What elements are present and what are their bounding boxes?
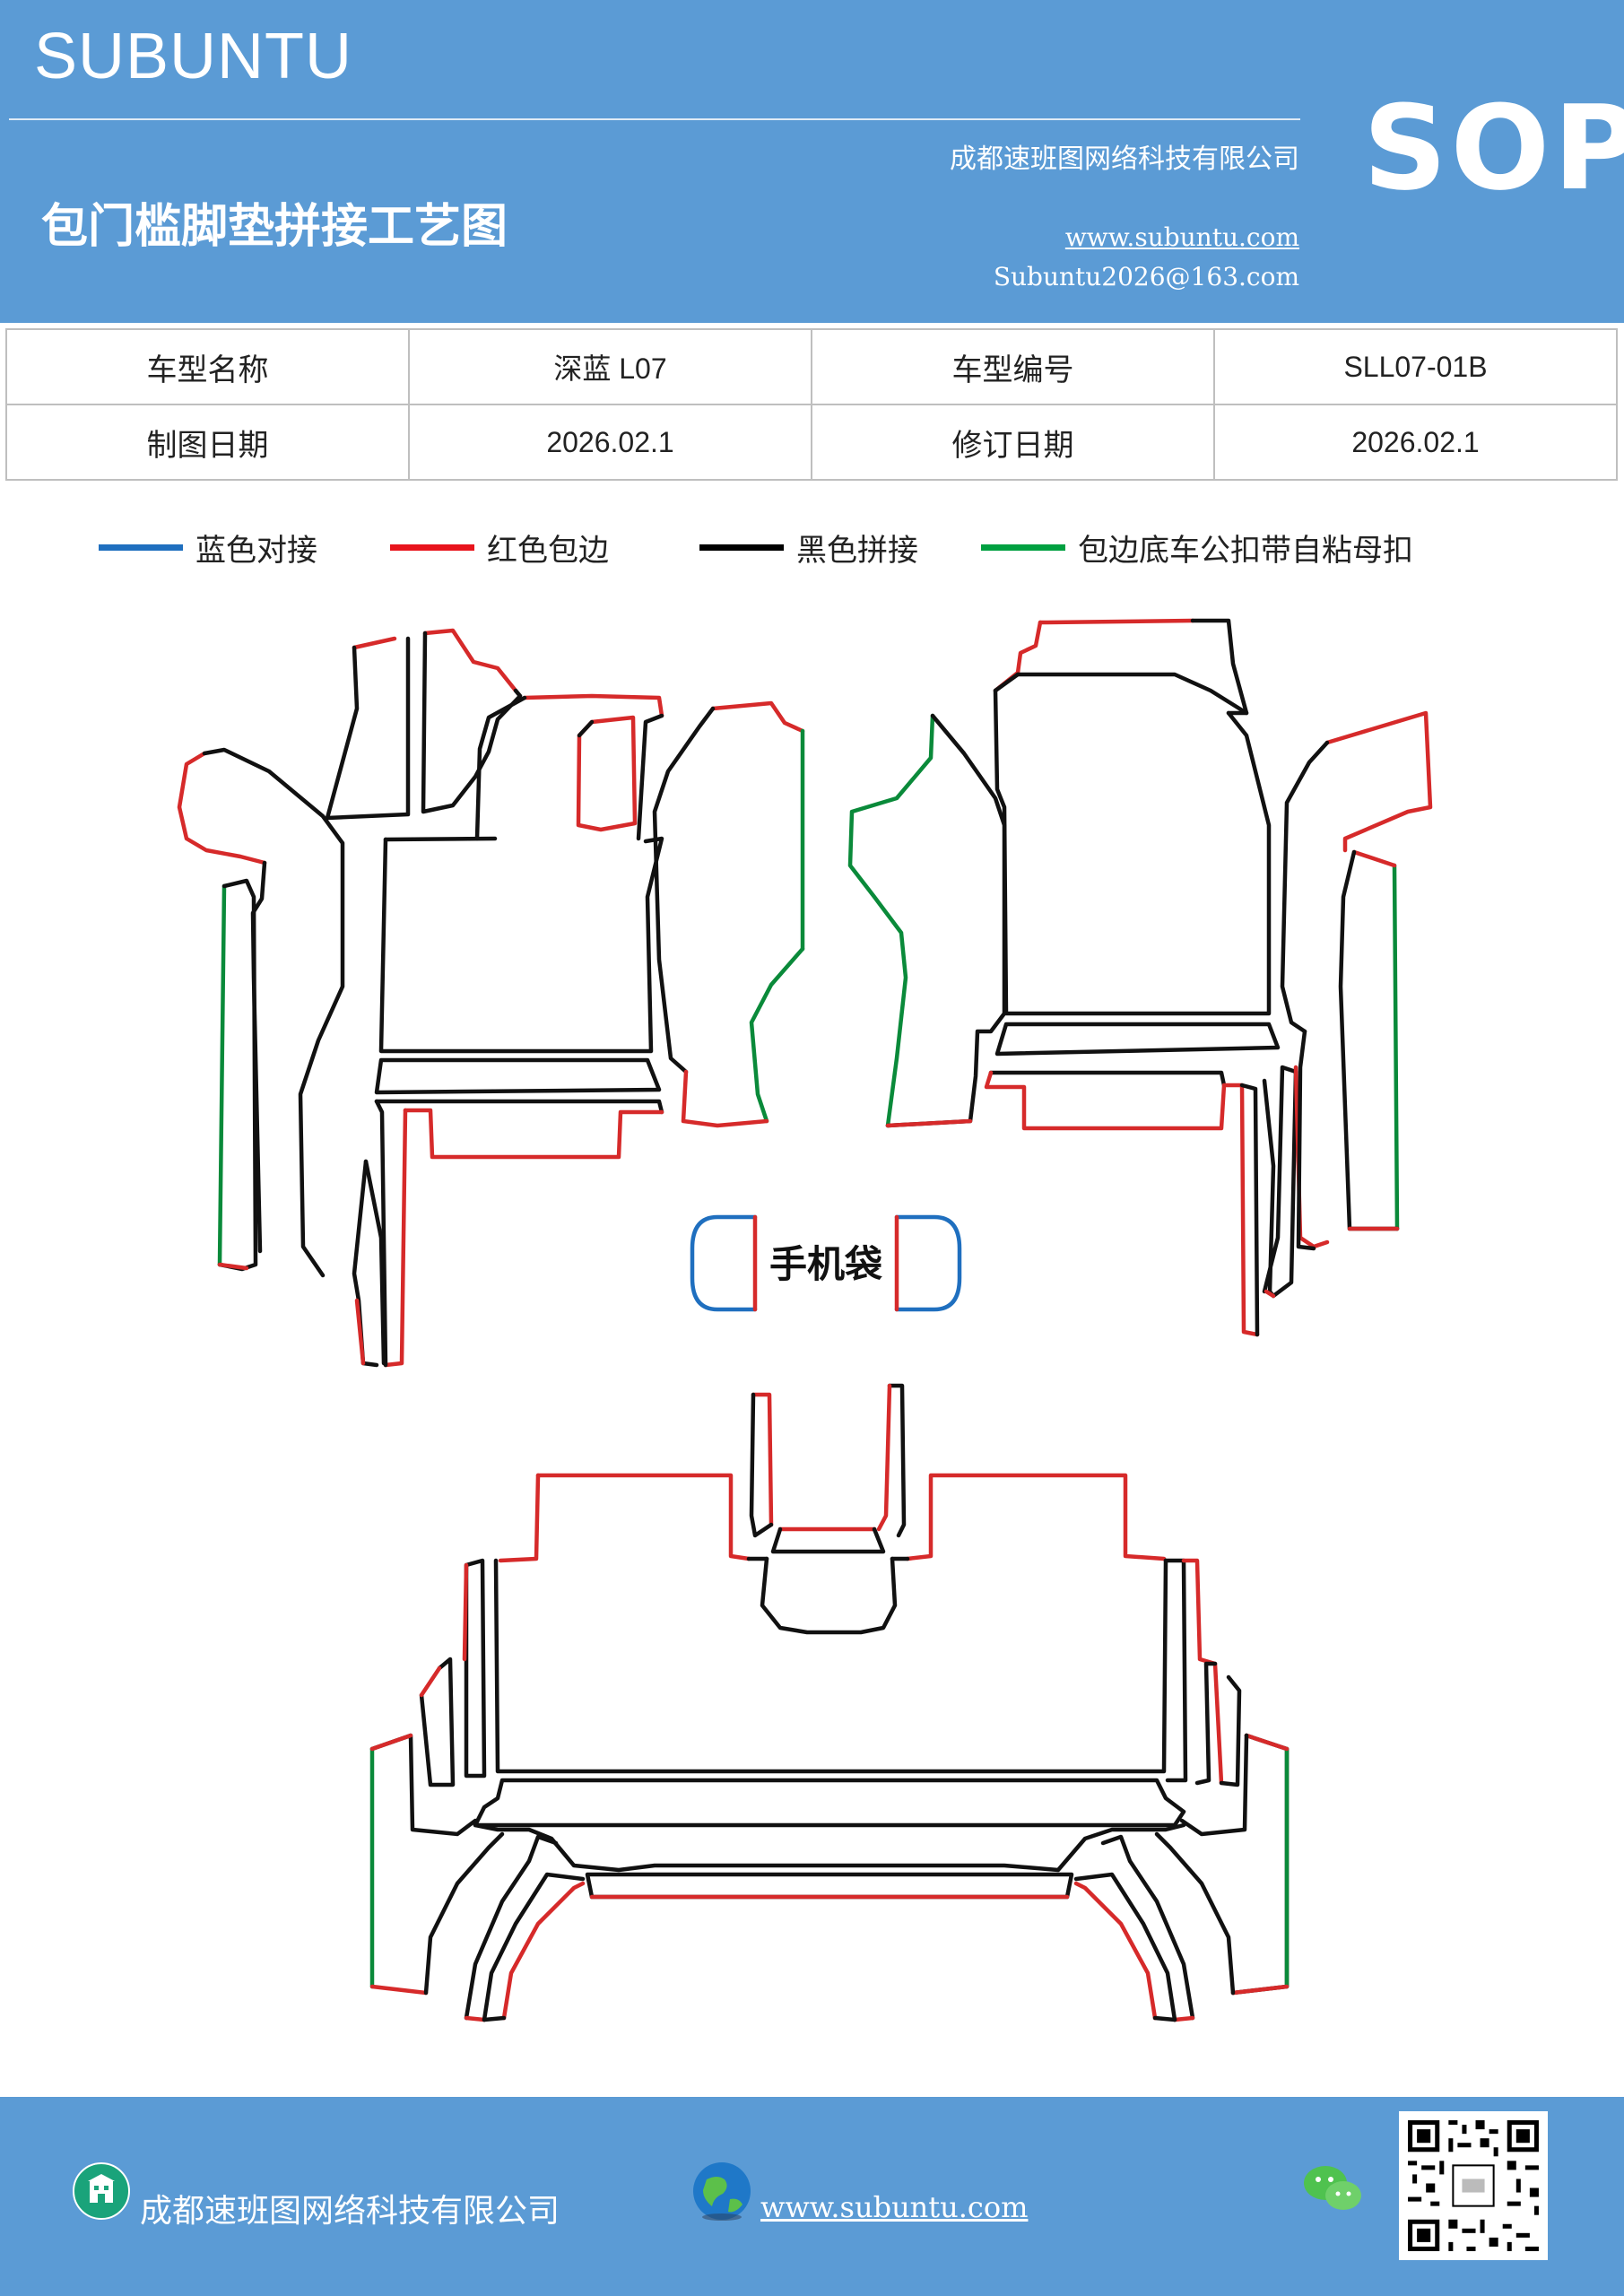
header-email: Subuntu2026@163.com: [993, 262, 1299, 291]
legend-label: 蓝色对接: [195, 532, 317, 569]
drawing-date-label: 制图日期: [5, 404, 410, 481]
header-website-link[interactable]: www.subuntu.com: [1064, 222, 1299, 252]
revision-date-label: 修订日期: [811, 404, 1215, 481]
footer-website-link[interactable]: www.subuntu.com: [760, 2190, 1029, 2224]
header-banner: [0, 0, 1624, 323]
legend-item-black: 黑色拼接: [699, 525, 918, 570]
document-title: 包门槛脚垫拼接工艺图: [41, 200, 508, 254]
qr-code[interactable]: [1399, 2111, 1548, 2260]
legend-swatch-green: [981, 544, 1065, 551]
legend-label: 黑色拼接: [796, 532, 918, 569]
globe-icon: [693, 2162, 751, 2221]
table-row: 制图日期 2026.02.1 修订日期 2026.02.1: [5, 404, 1618, 481]
model-code-label: 车型编号: [811, 328, 1215, 405]
phone-bag-label: 手机袋: [769, 1242, 882, 1286]
model-code-value: SLL07-01B: [1213, 328, 1618, 405]
table-row: 车型名称 深蓝 L07 车型编号 SLL07-01B: [5, 328, 1618, 405]
left-front-mat-group: [177, 628, 805, 1368]
drawing-date-value: 2026.02.1: [408, 404, 812, 481]
legend-item-blue: 蓝色对接: [99, 525, 317, 570]
header-company: 成都速班图网络科技有限公司: [950, 144, 1299, 175]
model-name-label: 车型名称: [5, 328, 410, 405]
legend-swatch-red: [390, 544, 474, 551]
right-front-mat-group: [847, 618, 1433, 1337]
vehicle-info-table: 车型名称 深蓝 L07 车型编号 SLL07-01B 制图日期 2026.02.…: [5, 328, 1618, 481]
legend-item-green: 包边底车公扣带自粘母扣: [981, 525, 1413, 570]
rear-mat-group: [369, 1383, 1290, 2022]
legend-label: 包边底车公扣带自粘母扣: [1078, 532, 1413, 569]
sop-badge: SOP: [1363, 80, 1624, 216]
mat-splicing-diagram: 手机袋: [177, 618, 1433, 2022]
legend-item-red: 红色包边: [390, 525, 609, 570]
wechat-icon: [1304, 2166, 1361, 2210]
model-name-value: 深蓝 L07: [408, 328, 812, 405]
footer-company: 成都速班图网络科技有限公司: [140, 2193, 560, 2230]
legend-label: 红色包边: [487, 532, 609, 569]
header-divider: [9, 118, 1300, 120]
revision-date-value: 2026.02.1: [1213, 404, 1618, 481]
building-icon: [73, 2162, 130, 2220]
brand-name: SUBUNTU: [34, 21, 353, 92]
phone-bag-group: 手机袋: [690, 1214, 962, 1312]
legend-swatch-black: [699, 544, 784, 551]
legend-swatch-blue: [99, 544, 183, 551]
